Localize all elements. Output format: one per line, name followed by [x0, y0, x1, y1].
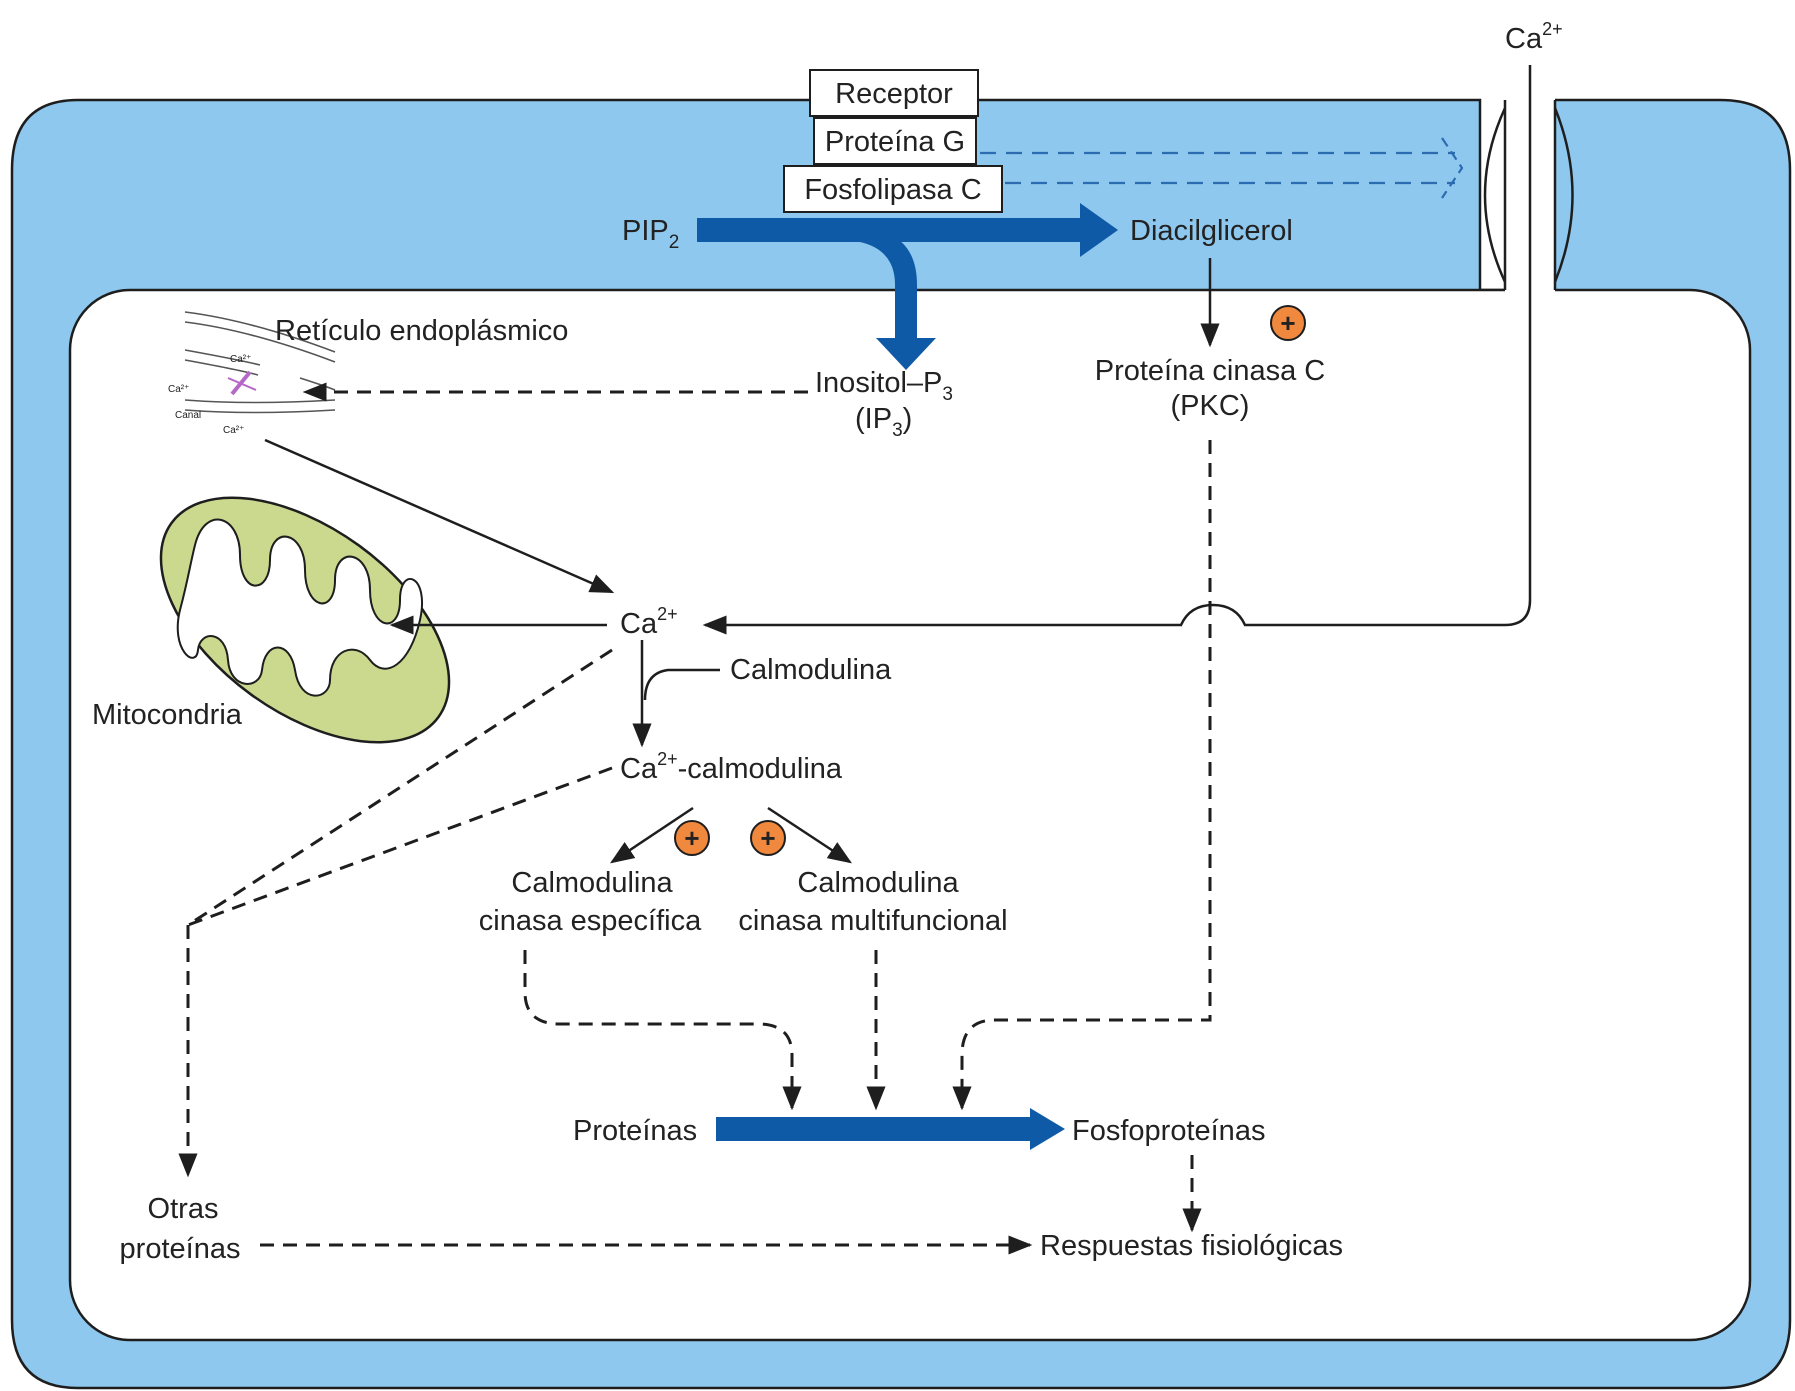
ca-intracellular-label: Ca2+ [620, 604, 678, 640]
extracellular-ca-path [702, 65, 1532, 635]
calmodulin-input-line [643, 668, 720, 701]
to-camk-specific-arrow [610, 806, 694, 864]
er-ca-label-b: Ca²⁺ [168, 384, 189, 395]
pip2-label: PIP2 [622, 215, 679, 253]
ca-to-other-dashed [187, 648, 613, 927]
mitochondria-label: Mitocondria [92, 699, 243, 731]
receptor-box: Receptor [809, 69, 979, 117]
pkc-name-label: Proteína cinasa C [1095, 355, 1326, 387]
ip3-abbr-label: (IP3) [855, 403, 912, 441]
physiological-responses-label: Respuestas fisiológicas [1040, 1230, 1343, 1262]
other-proteins-label-2: proteínas [120, 1233, 241, 1265]
svg-text:+: + [684, 823, 699, 853]
camk-specific-label-2: cinasa específica [479, 905, 702, 937]
diacylglycerol-label: Diacilglicerol [1130, 215, 1293, 247]
g-protein-box: Proteína G [813, 117, 977, 165]
pkc-to-phosphoproteins-arrow [952, 440, 1212, 1111]
receptor-label: Receptor [835, 78, 953, 110]
er-to-ca-arrow [264, 438, 615, 594]
phospholipase-c-box: Fosfolipasa C [783, 165, 1003, 213]
er-canal-label: Canal [175, 410, 201, 421]
pkc-activation-badge: + [1270, 305, 1306, 341]
pip2-to-ip3-arrow [860, 228, 936, 370]
phospholipase-c-label: Fosfolipasa C [804, 174, 981, 206]
calmodulin-label: Calmodulina [730, 654, 892, 686]
camk-multi-activation-badge: + [750, 820, 786, 856]
channel-arrowhead-icon [1441, 137, 1464, 199]
ip3-name-label: Inositol–P3 [815, 367, 953, 405]
ca-calmodulin-to-other-dashed [187, 766, 613, 927]
svg-text:+: + [1280, 308, 1295, 338]
phosphoproteins-label: Fosfoproteínas [1072, 1115, 1265, 1147]
endoplasmic-reticulum: Ca²⁺ Ca²⁺ Canal Ca²⁺ [168, 311, 336, 436]
proteins-label: Proteínas [573, 1115, 697, 1147]
phosphorylation-arrow [716, 1108, 1065, 1150]
ca-extracellular-label: Ca2+ [1505, 19, 1563, 55]
to-camk-multi-arrow [767, 806, 853, 864]
cytoplasm [68, 288, 1752, 1342]
er-label: Retículo endoplásmico [275, 315, 568, 347]
er-ca-label-a: Ca²⁺ [230, 354, 251, 365]
other-proteins-label-1: Otras [148, 1193, 219, 1225]
svg-text:+: + [760, 823, 775, 853]
er-ca-label-c: Ca²⁺ [223, 425, 244, 436]
ca-calmodulin-label: Ca2+-calmodulina [620, 749, 843, 785]
camk-multi-label-2: cinasa multifuncional [738, 905, 1007, 937]
camk-multi-label-1: Calmodulina [797, 867, 959, 899]
camk-specific-activation-badge: + [674, 820, 710, 856]
g-protein-label: Proteína G [825, 126, 965, 158]
pip2-to-dag-arrow [697, 203, 1118, 257]
camk-specific-label-1: Calmodulina [511, 867, 673, 899]
camk-specific-to-phospho-arrow [523, 950, 802, 1111]
pkc-abbr-label: (PKC) [1171, 390, 1250, 422]
